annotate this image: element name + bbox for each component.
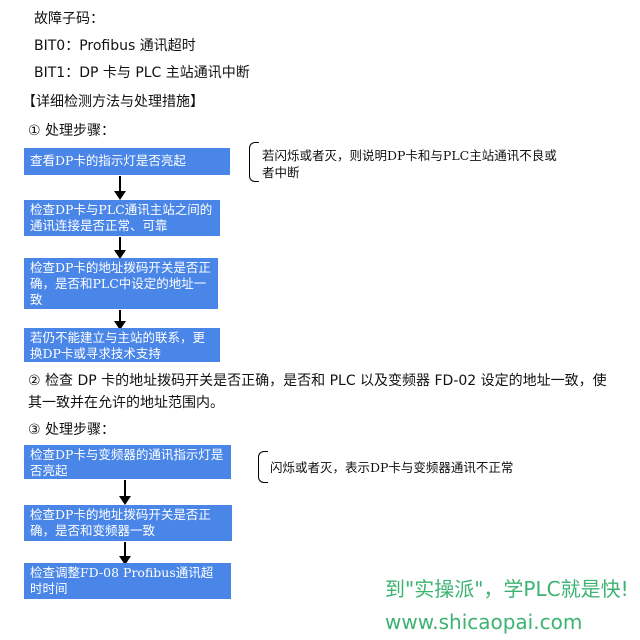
- flow-arrow-3: [114, 310, 126, 330]
- flow3-arrow-1: [119, 480, 131, 505]
- step1-note: 若闪烁或者灭，则说明DP卡和与PLC主站通讯不良或者中断: [262, 148, 557, 180]
- flow-arrow-1: [114, 176, 126, 200]
- bit0-line: BIT0：Profibus 通讯超时: [34, 38, 196, 54]
- flow-step-2: 检查DP卡与PLC通讯主站之间的通讯连接是否正常、可靠: [24, 200, 220, 236]
- flow-step-4: 若仍不能建立与主站的联系，更换DP卡或寻求技术支持: [24, 328, 220, 362]
- note-brace-1: [249, 142, 259, 182]
- flow-arrow-2: [114, 237, 126, 259]
- flow3-step-1: 检查DP卡与变频器的通讯指示灯是否亮起: [24, 445, 231, 479]
- flow3-arrow-2: [119, 542, 131, 565]
- flow-step-3: 检查DP卡的地址拨码开关是否正确，是否和PLC中设定的地址一致: [24, 258, 218, 309]
- flow3-step-3: 检查调整FD-08 Profibus通讯超时时间: [24, 563, 231, 599]
- bit1-line: BIT1：DP 卡与 PLC 主站通讯中断: [34, 65, 250, 81]
- watermark-slogan: 到"实操派"，学PLC就是快!: [385, 577, 629, 601]
- section3-title: ③ 处理步骤：: [28, 422, 116, 438]
- watermark-url: www.shicaopai.com: [385, 610, 583, 634]
- fault-code-label: 故障子码：: [34, 11, 104, 27]
- section1-title: ① 处理步骤：: [28, 123, 116, 139]
- flow3-step1-note: 闪烁或者灭，表示DP卡与变频器通讯不正常: [270, 460, 514, 475]
- section-title: 【详细检测方法与处理措施】: [22, 94, 204, 110]
- flow-step-1: 查看DP卡的指示灯是否亮起: [24, 148, 230, 175]
- flow3-step-2: 检查DP卡的地址拨码开关是否正确，是否和变频器一致: [24, 505, 232, 541]
- note-brace-3: [258, 451, 268, 483]
- section2-text: ② 检查 DP 卡的地址拨码开关是否正确，是否和 PLC 以及变频器 FD-02…: [28, 373, 607, 411]
